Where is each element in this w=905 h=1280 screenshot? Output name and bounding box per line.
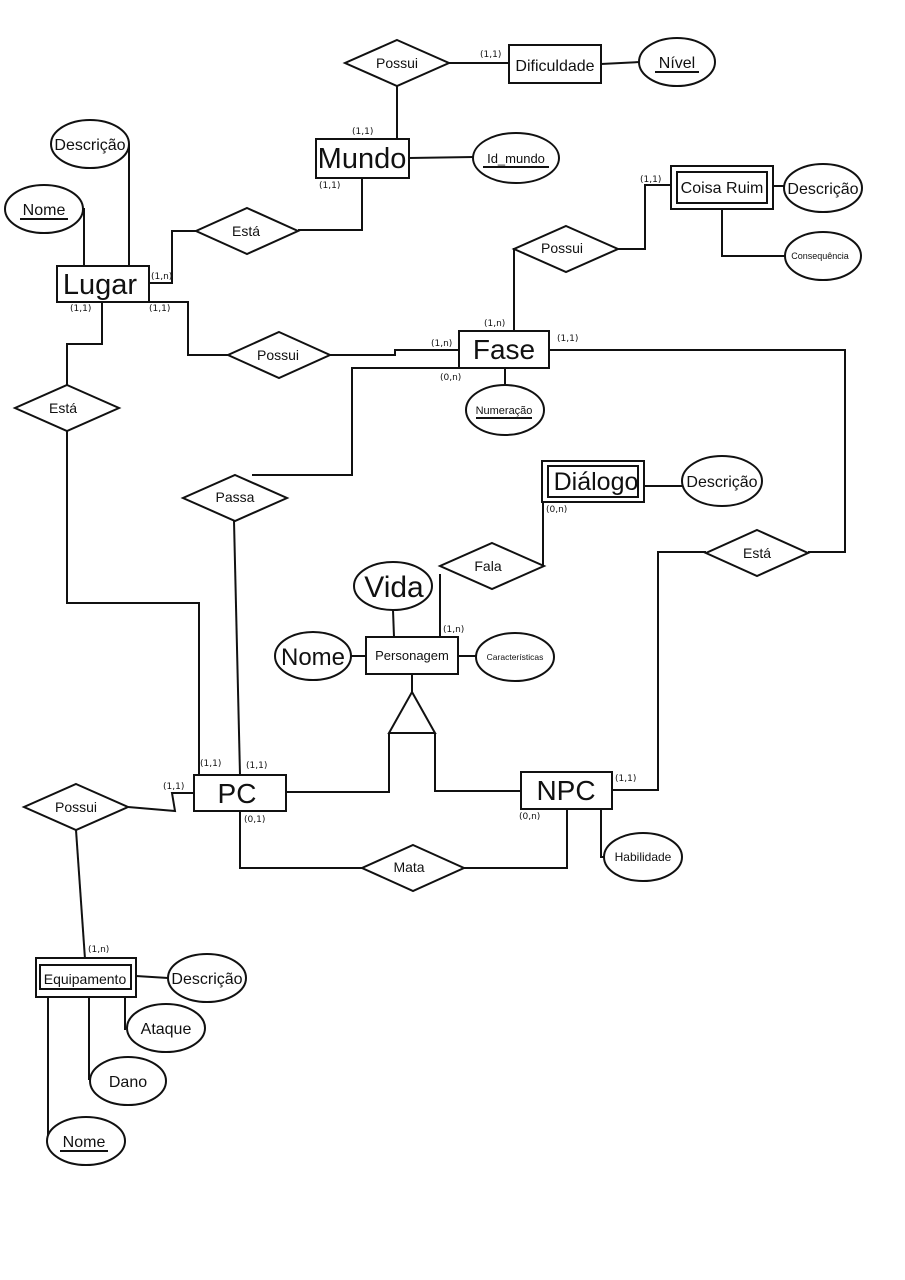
attribute-id-mundo: Id_mundo (472, 132, 560, 184)
cardinality-lugar-possui: (1,1) (149, 304, 170, 314)
relationship-esta-npc-fase: Está (703, 528, 811, 578)
cardinality-mundo-esta: (1,1) (319, 181, 340, 191)
entity-pc: PC (193, 774, 287, 812)
cardinality-fase-esta: (1,1) (557, 334, 578, 344)
cardinality-coisa-possui: (1,1) (640, 175, 661, 185)
attribute-label: Vida (364, 571, 424, 604)
attribute-label: Nome (23, 202, 66, 219)
attribute-habilidade: Habilidade (603, 832, 683, 882)
attribute-caracteristicas: Características (475, 632, 555, 682)
entity-label: Equipamento (44, 971, 127, 987)
attribute-label: Habilidade (615, 850, 672, 864)
entity-npc: NPC (520, 771, 613, 810)
cardinality-labels: (1,1) (1,1) (1,1) (1,n) (1,1) (1,1) (1,1… (70, 50, 661, 955)
entity-label: Lugar (63, 269, 138, 301)
attribute-descricao-coisa-ruim: Descrição (783, 163, 863, 213)
entity-label: Fase (473, 334, 535, 365)
attribute-label: Descrição (787, 181, 858, 198)
relationship-label: Mata (393, 859, 424, 875)
relationship-label: Fala (474, 558, 501, 574)
attribute-label: Descrição (54, 137, 125, 154)
attribute-label: Descrição (171, 971, 242, 988)
cardinality-fase-possui-coisa: (1,n) (484, 319, 505, 329)
relationship-possui-coisa-ruim: Possui (511, 224, 621, 274)
cardinality-npc-mata: (0,n) (519, 812, 540, 822)
cardinality-equipamento-possui: (1,n) (88, 945, 109, 955)
cardinality-mundo-possui: (1,1) (352, 127, 373, 137)
relationship-fala: Fala (437, 541, 547, 591)
attribute-label: Dano (109, 1074, 147, 1091)
entity-label: NPC (536, 775, 595, 806)
relationship-label: Está (743, 545, 771, 561)
cardinality-pc-passa: (1,1) (246, 761, 267, 771)
attribute-label: Ataque (141, 1021, 192, 1038)
attribute-descricao-equipamento: Descrição (167, 953, 247, 1003)
attribute-nome-personagem: Nome (274, 631, 352, 681)
attribute-numeracao: Numeração (465, 384, 545, 436)
entity-mundo: Mundo (315, 138, 410, 179)
entity-dificuldade: Dificuldade (508, 44, 602, 84)
cardinality-dificuldade-possui: (1,1) (480, 50, 501, 60)
weak-entity-equipamento: Equipamento (35, 957, 137, 998)
relationship-label: Possui (376, 55, 418, 71)
relationship-label: Possui (55, 799, 97, 815)
cardinality-lugar-esta-pc: (1,1) (70, 304, 91, 314)
relationship-possui-lugar-fase: Possui (225, 330, 333, 380)
weak-entity-coisa-ruim: Coisa Ruim (670, 165, 774, 210)
cardinality-lugar-esta-mundo: (1,n) (151, 272, 172, 282)
specialization-triangle (387, 689, 437, 734)
attribute-nivel: Nível (638, 37, 716, 87)
attribute-label: Id_mundo (487, 151, 545, 166)
relationship-label: Possui (541, 240, 583, 256)
attribute-consequencia: Consequência (784, 231, 862, 281)
entity-lugar: Lugar (56, 265, 150, 303)
weak-entity-dialogo: Diálogo (541, 460, 645, 503)
cardinality-fase-possui-lugar: (1,n) (431, 339, 452, 349)
relationship-passa: Passa (180, 473, 290, 523)
relationship-label: Possui (257, 347, 299, 363)
entity-personagem: Personagem (365, 636, 459, 675)
relationship-label: Passa (216, 489, 255, 505)
cardinality-personagem-fala: (1,n) (443, 625, 464, 635)
attribute-dano: Dano (89, 1056, 167, 1106)
connector-lines (47, 61, 846, 1140)
attribute-vida: Vida (353, 561, 433, 611)
relationship-esta-lugar-mundo: Está (193, 206, 301, 256)
attribute-label: Numeração (476, 405, 533, 417)
relationship-possui-dificuldade: Possui (342, 38, 452, 88)
cardinality-pc-mata: (0,1) (244, 815, 265, 825)
attribute-label: Descrição (686, 474, 757, 491)
relationship-esta-lugar-pc: Está (12, 383, 122, 433)
entity-fase: Fase (458, 330, 550, 369)
attribute-label: Consequência (791, 251, 849, 261)
relationship-mata: Mata (359, 843, 467, 893)
cardinality-dialogo-fala: (0,n) (546, 505, 567, 515)
attribute-descricao-lugar: Descrição (50, 119, 130, 169)
attribute-nome-equipamento: Nome (46, 1116, 126, 1166)
entity-label: PC (218, 778, 257, 809)
attribute-label: Nome (63, 1134, 106, 1151)
entity-label: Diálogo (554, 468, 639, 496)
entity-label: Personagem (375, 648, 449, 663)
attribute-label: Nome (281, 644, 345, 671)
attribute-ataque: Ataque (126, 1003, 206, 1053)
relationship-label: Está (232, 223, 260, 239)
attribute-nome-lugar: Nome (4, 184, 84, 234)
cardinality-pc-esta: (1,1) (200, 759, 221, 769)
attribute-label: Características (487, 652, 544, 662)
cardinality-npc-esta: (1,1) (615, 774, 636, 784)
entity-label: Mundo (318, 143, 407, 175)
attribute-label: Nível (659, 55, 695, 72)
cardinality-pc-possui: (1,1) (163, 782, 184, 792)
entity-label: Coisa Ruim (681, 180, 764, 197)
relationship-possui-equipamento: Possui (21, 782, 131, 832)
relationship-label: Está (49, 400, 77, 416)
cardinality-fase-passa: (0,n) (440, 373, 461, 383)
entity-label: Dificuldade (515, 58, 594, 75)
attribute-descricao-dialogo: Descrição (681, 455, 763, 507)
